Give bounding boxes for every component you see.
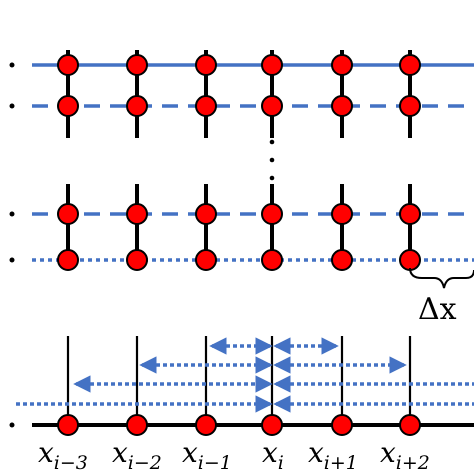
label-base: x [112,436,128,469]
grid-node [57,54,79,76]
label-base: x [380,436,396,469]
grid-node [57,95,79,117]
row-dot [9,62,15,68]
grid-point-label: xi−3 [38,436,88,474]
grid-node [261,95,283,117]
grid-point-label: xi−2 [112,436,162,474]
grid-point-label: xi+2 [380,436,430,474]
label-subscript: i−2 [128,452,162,474]
grid-node [195,203,217,225]
label-base: x [262,436,278,469]
row-dot [9,257,15,263]
row-dot [9,103,15,109]
grid-point-label: xi−1 [182,436,232,474]
grid-node [399,203,421,225]
spacing-label: Δx [418,292,457,327]
axis-node [195,414,217,436]
ellipsis-dots [269,139,275,181]
ellipsis-dot [269,175,275,181]
label-base: x [182,436,198,469]
ellipsis-dot [269,139,275,145]
grid-node [399,54,421,76]
grid-node [331,203,353,225]
axis-node [57,414,79,436]
ellipsis-dot [269,157,275,163]
row-dot [9,422,15,428]
spacing-brace: Δx [409,267,474,327]
label-base: x [308,436,324,469]
label-subscript: i−3 [54,452,88,474]
grid-node [195,95,217,117]
axis-node [399,414,421,436]
axis-node [261,414,283,436]
grid-node [126,249,148,271]
grid-node [331,54,353,76]
label-subscript: i−1 [198,452,232,474]
grid-node [195,249,217,271]
label-subscript: i+2 [396,452,430,474]
row-dot [9,211,15,217]
grid-node [126,54,148,76]
grid-node [399,95,421,117]
label-base: x [38,436,54,469]
grid-node [331,249,353,271]
axis-node [331,414,353,436]
grid-node [57,249,79,271]
row-marker-dots [9,62,15,428]
label-subscript: i+1 [324,452,358,474]
grid-node [399,249,421,271]
grid-node [195,54,217,76]
grid-node [261,203,283,225]
grid-point-label: xi [262,436,284,474]
grid-node [126,203,148,225]
grid-node [57,203,79,225]
grid-node [261,54,283,76]
grid-point-label: xi+1 [308,436,358,474]
grid-node [126,95,148,117]
grid-node [261,249,283,271]
grid-node [331,95,353,117]
top-grid-section [32,50,474,271]
brace-shape [409,267,474,289]
label-subscript: i [278,452,284,474]
axis-node [126,414,148,436]
